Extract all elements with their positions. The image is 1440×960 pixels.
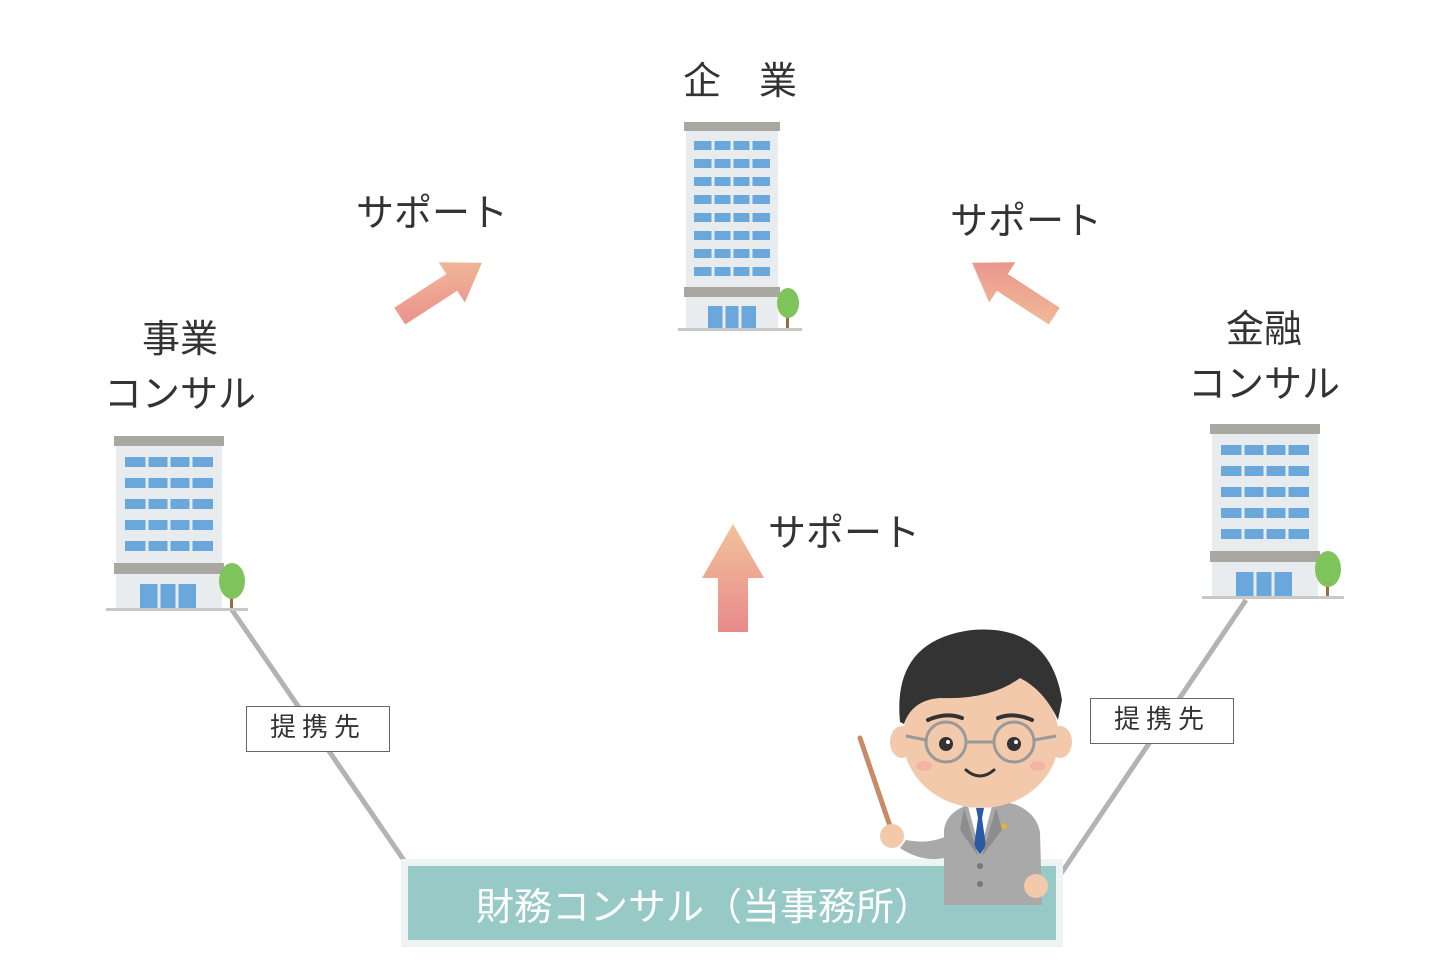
business-consult-label: 事業 コンサル — [103, 317, 256, 417]
building-icon — [106, 436, 248, 611]
support-label-left: サポート — [356, 191, 509, 235]
support-label-center: サポート — [768, 511, 921, 555]
arrow-icon — [972, 262, 1060, 325]
building-icon — [678, 122, 802, 331]
finance-consult-label: 金融 コンサル — [1187, 307, 1340, 407]
arrow-icon — [702, 524, 764, 632]
finance-office-bar: 財務コンサル（当事務所） — [408, 866, 1056, 940]
building-icon — [1202, 424, 1344, 599]
tree-icon — [1315, 551, 1341, 596]
company-label: 企 業 — [682, 59, 797, 103]
tree-icon — [777, 288, 799, 328]
tree-icon — [219, 563, 245, 608]
arrow-icon — [394, 262, 482, 325]
partner-box-left: 提携先 — [246, 706, 390, 752]
support-label-right: サポート — [950, 199, 1103, 243]
partner-box-right: 提携先 — [1090, 698, 1234, 744]
